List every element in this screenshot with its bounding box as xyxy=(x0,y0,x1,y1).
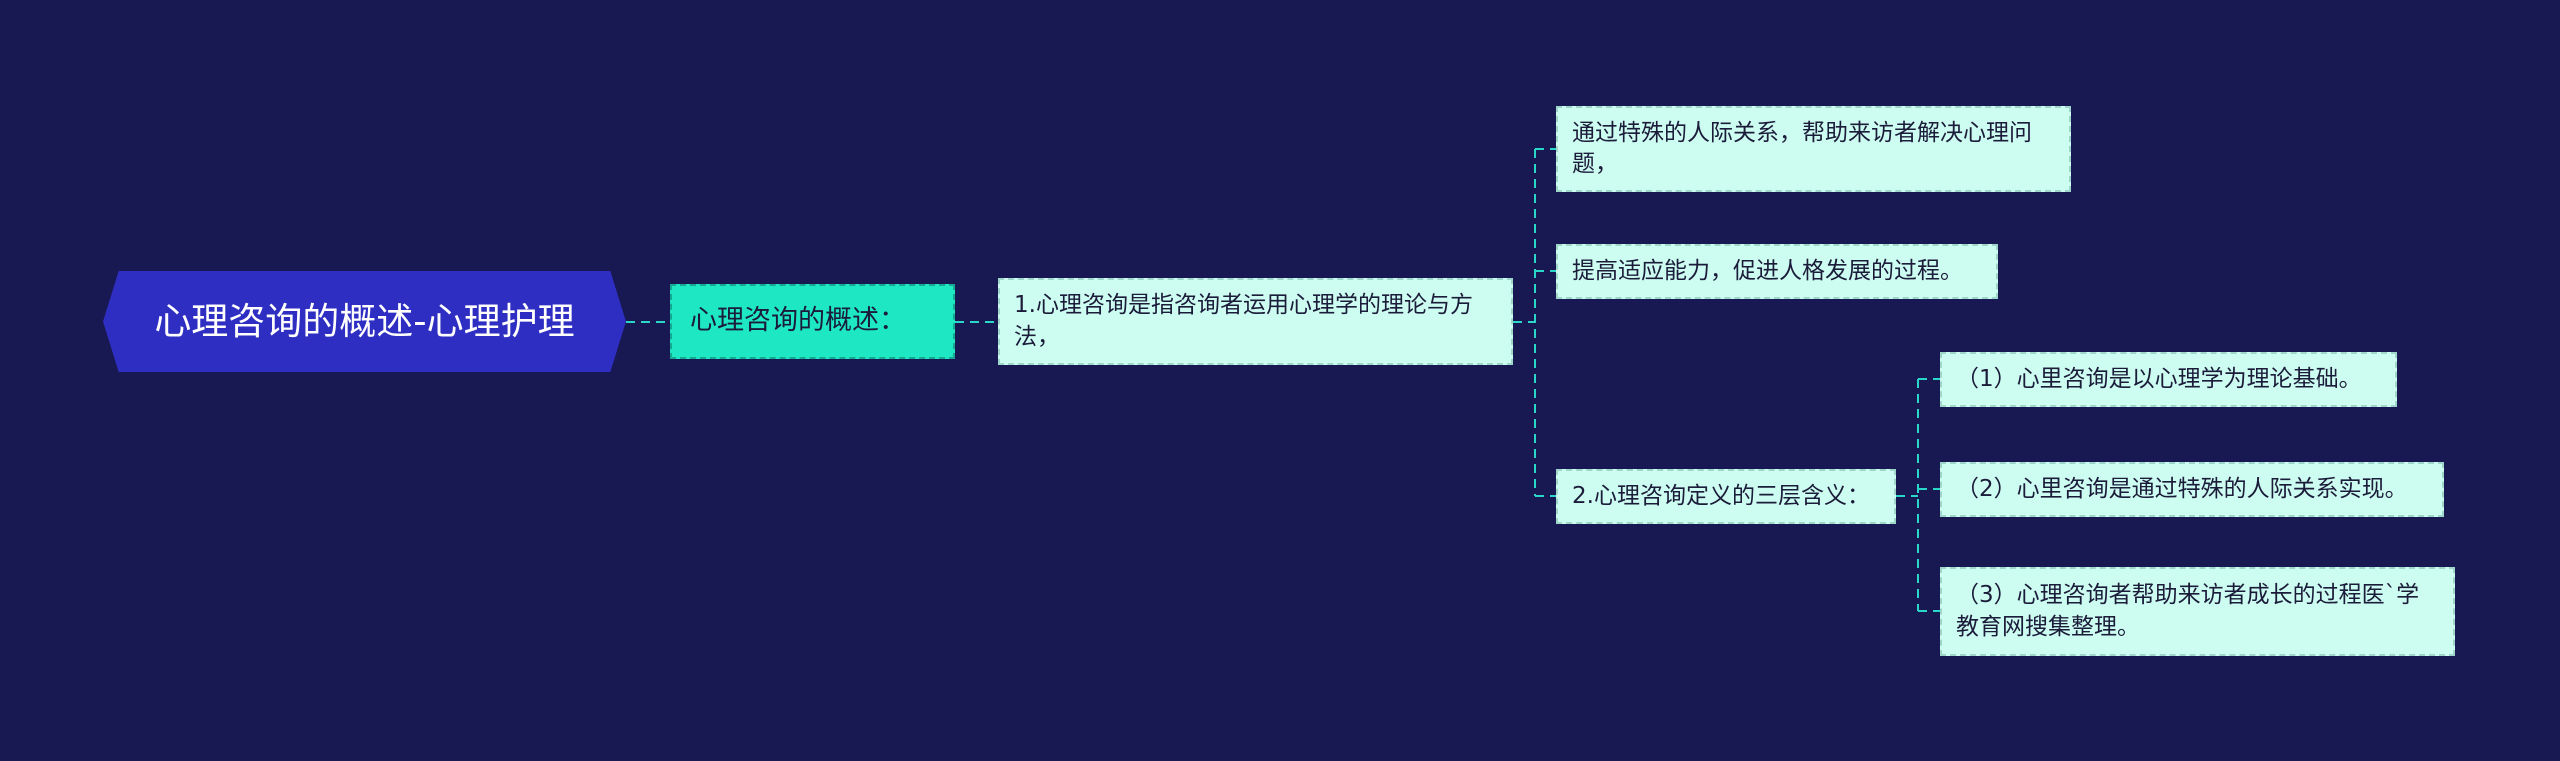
meaning-2-label: （2）心里咨询是通过特殊的人际关系实现。 xyxy=(1956,475,2408,502)
point-c-node[interactable]: 2.心理咨询定义的三层含义： xyxy=(1556,469,1896,524)
root-label: 心理咨询的概述-心理护理 xyxy=(154,299,575,343)
definition-label: 1.心理咨询是指咨询者运用心理学的理论与方法， xyxy=(1014,292,1473,350)
point-b-label: 提高适应能力，促进人格发展的过程。 xyxy=(1572,257,1963,284)
meaning-2-node[interactable]: （2）心里咨询是通过特殊的人际关系实现。 xyxy=(1940,462,2444,517)
branch-node[interactable]: 心理咨询的概述： xyxy=(670,284,955,359)
branch-label: 心理咨询的概述： xyxy=(690,305,906,337)
definition-node[interactable]: 1.心理咨询是指咨询者运用心理学的理论与方法， xyxy=(998,278,1513,365)
meaning-3-label: （3）心理咨询者帮助来访者成长的过程医`学教育网搜集整理。 xyxy=(1956,582,2420,640)
point-a-node[interactable]: 通过特殊的人际关系，帮助来访者解决心理问题， xyxy=(1556,106,2071,192)
point-b-node[interactable]: 提高适应能力，促进人格发展的过程。 xyxy=(1556,244,1998,299)
root-node[interactable]: 心理咨询的概述-心理护理 xyxy=(103,271,626,372)
point-c-label: 2.心理咨询定义的三层含义： xyxy=(1572,482,1870,509)
meaning-1-node[interactable]: （1）心里咨询是以心理学为理论基础。 xyxy=(1940,352,2397,407)
meaning-3-node[interactable]: （3）心理咨询者帮助来访者成长的过程医`学教育网搜集整理。 xyxy=(1940,567,2455,656)
point-a-label: 通过特殊的人际关系，帮助来访者解决心理问题， xyxy=(1572,119,2032,177)
meaning-1-label: （1）心里咨询是以心理学为理论基础。 xyxy=(1956,365,2362,392)
